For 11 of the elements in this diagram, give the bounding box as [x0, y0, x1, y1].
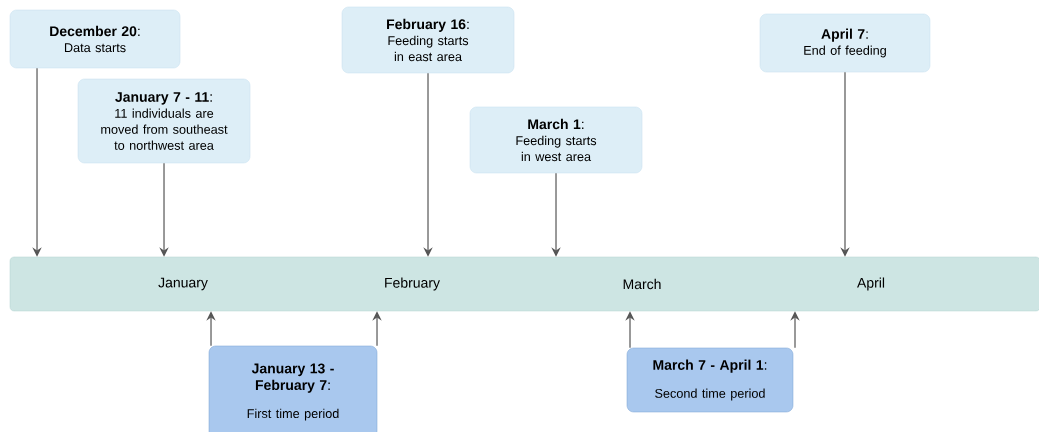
note-box: March 1: Feeding starts in west area: [469, 106, 643, 174]
note-box: January 7 - 11: 11 individuals are moved from southeast to northwest area: [77, 78, 251, 164]
note-box: April 7: End of feeding: [759, 13, 931, 73]
note-box: February 16: Feeding starts in east area: [341, 6, 515, 74]
month-label: April: [857, 277, 885, 291]
month-label: March: [623, 278, 661, 290]
note-box: December 20: Data starts: [9, 9, 181, 69]
period-box: March 7 - April 1: Second time period: [626, 347, 794, 413]
month-label: February: [385, 277, 440, 291]
month-label: January: [158, 277, 208, 291]
period-box: January 13 - February 7: First time period: [208, 345, 378, 432]
